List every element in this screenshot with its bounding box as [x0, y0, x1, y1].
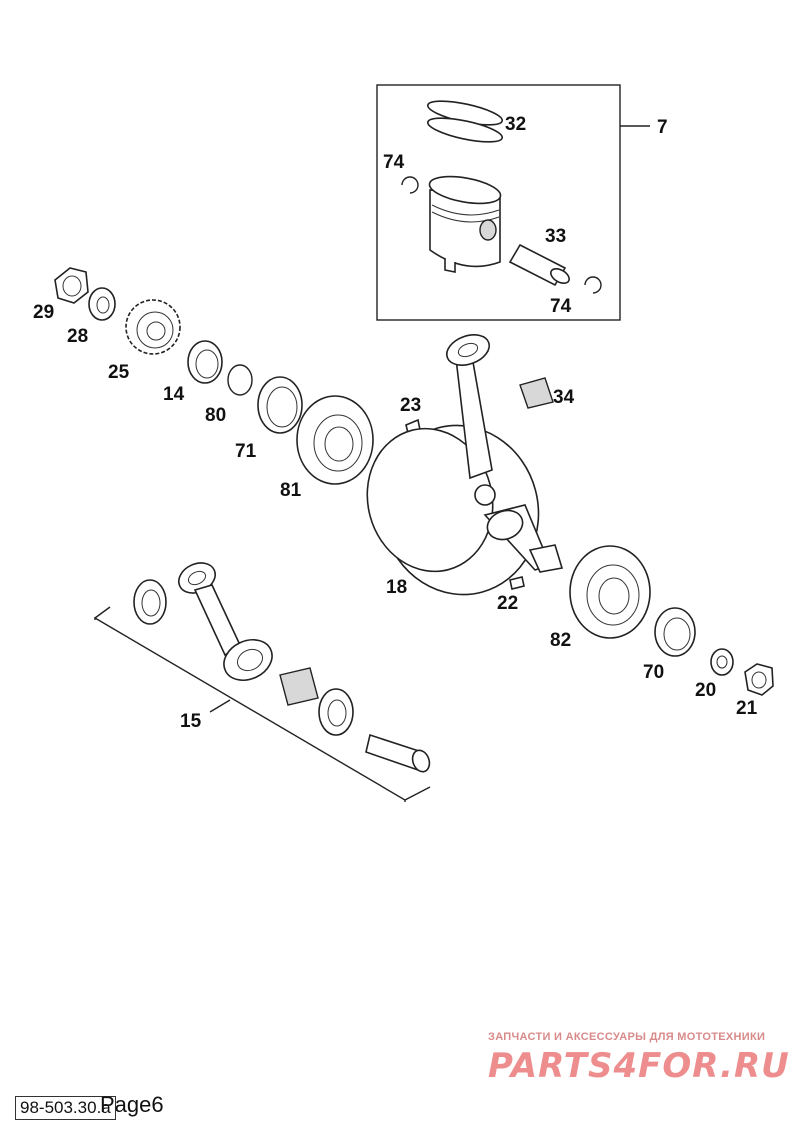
left-shaft-parts — [54, 267, 421, 485]
callout-81: 81 — [280, 480, 302, 501]
callout-74-upper: 74 — [383, 152, 405, 173]
callout-70: 70 — [643, 662, 664, 683]
callout-29: 29 — [33, 302, 54, 323]
callout-15: 15 — [180, 711, 202, 732]
callout-34: 34 — [553, 387, 575, 408]
callout-82: 82 — [550, 630, 571, 651]
callout-22: 22 — [497, 593, 518, 614]
callout-71: 71 — [235, 441, 257, 462]
page-label: Page6 — [100, 1092, 164, 1117]
callout-33: 33 — [545, 226, 566, 247]
callout-28: 28 — [67, 326, 88, 347]
document-number: 98-503.30.a — [15, 1096, 116, 1120]
callout-80: 80 — [205, 405, 226, 426]
crankshaft — [366, 334, 564, 596]
callout-14: 14 — [163, 384, 185, 405]
callout-32: 32 — [505, 114, 526, 135]
callout-18: 18 — [386, 577, 407, 598]
right-shaft-parts — [569, 545, 774, 696]
callout-23: 23 — [400, 395, 421, 416]
callout-25: 25 — [108, 362, 130, 383]
conrod-kit — [94, 562, 431, 802]
watermark-tagline: ЗАПЧАСТИ И АКСЕССУАРЫ ДЛЯ МОТОТЕХНИКИ — [488, 1031, 766, 1043]
watermark-logo: PARTS4FOR.RU — [488, 1046, 790, 1086]
callout-74-lower: 74 — [550, 296, 572, 317]
piston-kit-group — [376, 84, 650, 321]
callout-21: 21 — [736, 698, 758, 719]
callout-20: 20 — [695, 680, 716, 701]
callout-7: 7 — [657, 117, 668, 138]
